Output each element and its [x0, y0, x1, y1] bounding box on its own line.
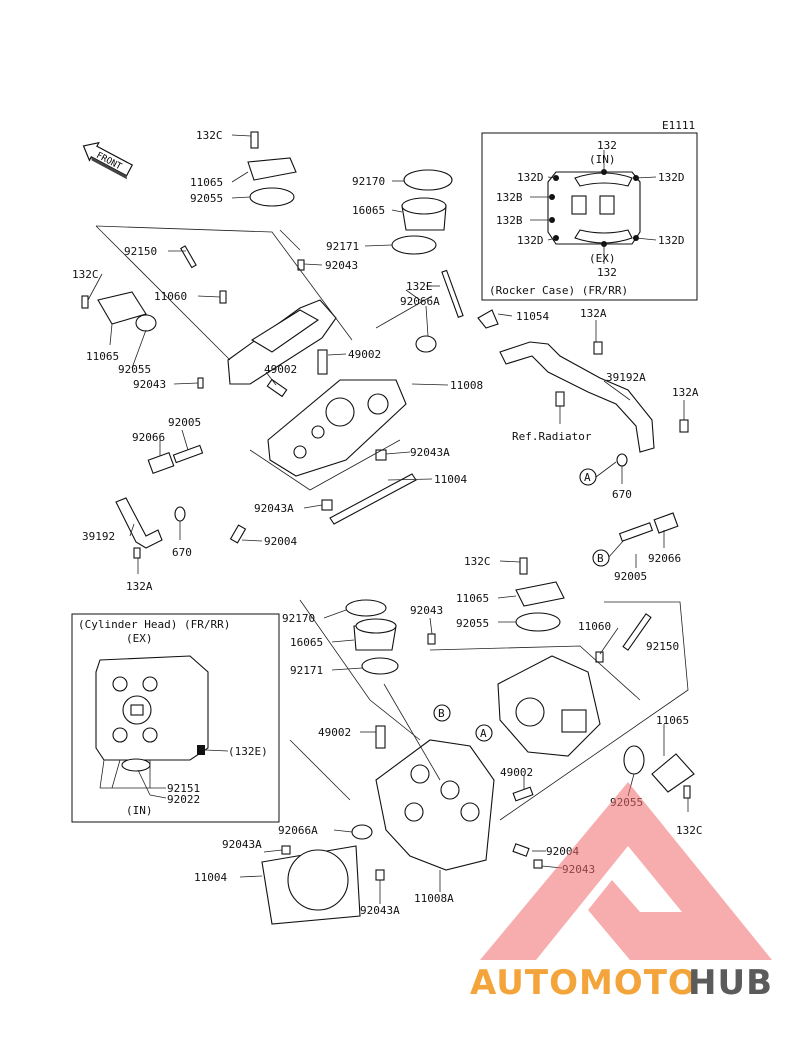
label-132a-c: 132A: [672, 386, 699, 399]
label-132c-b: 132C: [72, 268, 99, 281]
label-92004-a: 92004: [264, 535, 297, 548]
marker-b-lower-label: B: [438, 707, 445, 720]
cylinder-head-label-92022: 92022: [167, 793, 200, 806]
label-92171-a: 92171: [326, 240, 359, 253]
label-11004-b: 11004: [194, 871, 227, 884]
label-92171-b: 92171: [290, 664, 323, 677]
watermark-text-a: AUTOMOTO: [470, 963, 698, 1003]
cylinder-head-caption: (Cylinder Head) (FR/RR): [78, 618, 230, 631]
diagram-code: E1111: [662, 119, 695, 132]
cylinder-head-label-92151: 92151: [167, 782, 200, 795]
label-92005-b: 92005: [614, 570, 647, 583]
rocker-case-inset: 132 (IN) 132D 132B 132B 132D 132D 132D (…: [481, 132, 698, 301]
label-49002-b: 49002: [264, 363, 297, 376]
label-39192a: 39192A: [606, 371, 646, 384]
label-92066-a: 92066: [132, 431, 165, 444]
label-132c-a: 132C: [196, 129, 223, 142]
rocker-case-caption: (Rocker Case) (FR/RR): [489, 284, 628, 297]
rocker-label-132d-4: 132D: [658, 234, 685, 247]
marker-a-upper: [579, 468, 597, 486]
lower-cylinder-head-shape: [375, 739, 495, 871]
label-49002-d: 49002: [500, 766, 533, 779]
label-92170-a: 92170: [352, 175, 385, 188]
cylinder-head-inset-shape: [95, 655, 209, 761]
label-11065-b: 11065: [86, 350, 119, 363]
marker-b-lower: [433, 704, 451, 722]
label-92043-c: 92043: [410, 604, 443, 617]
label-11008: 11008: [450, 379, 483, 392]
label-92005-a: 92005: [168, 416, 201, 429]
label-11065-d: 11065: [656, 714, 689, 727]
label-92066-b: 92066: [648, 552, 681, 565]
label-92055-c: 92055: [456, 617, 489, 630]
label-132c-d: 132C: [676, 824, 703, 837]
label-92170-b: 92170: [282, 612, 315, 625]
marker-a-lower-label: A: [480, 727, 487, 740]
cylinder-head-label-132e: (132E): [228, 745, 268, 758]
rocker-label-132d-2: 132D: [517, 234, 544, 247]
front-arrow-icon: FRONT: [82, 141, 134, 180]
label-ref-radiator: Ref.Radiator: [512, 430, 592, 443]
label-92055-b: 92055: [118, 363, 151, 376]
rocker-label-132-bottom: 132: [597, 266, 617, 279]
label-132a-a: 132A: [126, 580, 153, 593]
label-11004-a: 11004: [434, 473, 467, 486]
marker-a-lower: [475, 724, 493, 742]
rocker-label-132b-1: 132B: [496, 191, 523, 204]
label-670-b: 670: [612, 488, 632, 501]
cylinder-head-inset: (Cylinder Head) (FR/RR) (EX) (132E) 9215…: [71, 613, 280, 823]
label-92043a-d: 92043A: [360, 904, 400, 917]
label-11065-c: 11065: [456, 592, 489, 605]
part-labels: 132C 11065 92055 92170 16065 92171 92150…: [72, 129, 703, 917]
leader-lines: [87, 134, 689, 904]
cylinder-head-label-ex: (EX): [126, 632, 153, 645]
lower-rocker-case-shape: [497, 655, 601, 757]
label-49002-c: 49002: [318, 726, 351, 739]
label-132c-c: 132C: [464, 555, 491, 568]
label-92150-b: 92150: [646, 640, 679, 653]
reference-markers: A B A B: [433, 468, 610, 742]
rocker-label-132b-2: 132B: [496, 214, 523, 227]
label-39192: 39192: [82, 530, 115, 543]
label-92066a-a: 92066A: [400, 295, 440, 308]
label-132e-a: 132E: [406, 280, 433, 293]
rocker-label-132d-3: 132D: [658, 171, 685, 184]
label-92043a-a: 92043A: [410, 446, 450, 459]
marker-b-upper-label: B: [597, 552, 604, 565]
label-92043a-c: 92043A: [222, 838, 262, 851]
label-92043a-b: 92043A: [254, 502, 294, 515]
rocker-label-132-top: 132: [597, 139, 617, 152]
label-49002-a: 49002: [348, 348, 381, 361]
label-670-a: 670: [172, 546, 192, 559]
label-16065-b: 16065: [290, 636, 323, 649]
label-11065-a: 11065: [190, 176, 223, 189]
label-16065-a: 16065: [352, 204, 385, 217]
label-11054: 11054: [516, 310, 549, 323]
rocker-label-in: (IN): [589, 153, 616, 166]
watermark-text-b: HUB: [688, 963, 773, 1003]
marker-a-upper-label: A: [584, 471, 591, 484]
rocker-label-132d-1: 132D: [517, 171, 544, 184]
upper-cylinder-head-shape: [267, 379, 407, 477]
rocker-label-ex: (EX): [589, 252, 616, 265]
label-92150-a: 92150: [124, 245, 157, 258]
label-92055-a: 92055: [190, 192, 223, 205]
lower-assembly: [261, 557, 695, 925]
upper-assembly: [81, 131, 689, 559]
label-11060-a: 11060: [154, 290, 187, 303]
label-92043-a: 92043: [325, 259, 358, 272]
label-11060-b: 11060: [578, 620, 611, 633]
watermark-logo: AUTOMOTO HUB: [470, 782, 773, 1003]
cylinder-head-label-in: (IN): [126, 804, 153, 817]
label-132a-b: 132A: [580, 307, 607, 320]
label-92066a-b: 92066A: [278, 824, 318, 837]
watermark-triangle-icon: [480, 782, 772, 960]
label-11008a: 11008A: [414, 892, 454, 905]
marker-b-upper: [592, 549, 610, 567]
label-92043-b: 92043: [133, 378, 166, 391]
